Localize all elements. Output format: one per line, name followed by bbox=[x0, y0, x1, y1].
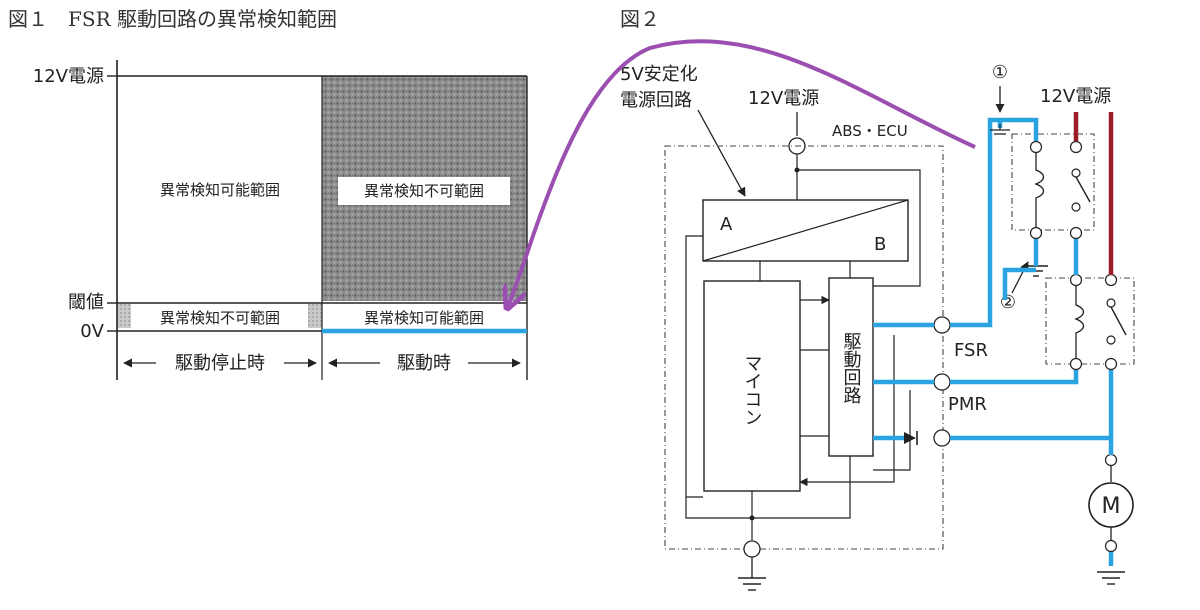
pmr-terminal bbox=[933, 373, 951, 391]
x-label-stop: 駆動停止時 bbox=[175, 353, 265, 374]
fsr-relay-box bbox=[1011, 133, 1095, 231]
driver-block bbox=[828, 277, 874, 457]
regulator-label-line1: 5V安定化 bbox=[620, 64, 698, 85]
marker-1: ① bbox=[992, 62, 1008, 83]
block-a-label: A bbox=[720, 214, 733, 235]
figure1: 図１ FSR 駆動回路の異常検知範囲 12V電源 閾値 0V 異常検知可能範囲 … bbox=[8, 7, 528, 380]
fsr-switch-icon bbox=[1075, 176, 1091, 203]
pmr-label: PMR bbox=[948, 394, 987, 415]
ecu-boundary bbox=[664, 145, 944, 550]
y-label-12v: 12V電源 bbox=[33, 66, 104, 87]
label-drive-upper: 異常検知不可範囲 bbox=[364, 182, 484, 200]
y-label-threshold: 閾値 bbox=[68, 292, 104, 313]
y-label-0v: 0V bbox=[80, 321, 104, 342]
microcomputer-label: マイコン bbox=[742, 354, 763, 426]
highlighted-wiring bbox=[873, 117, 1114, 566]
supply-right-label: 12V電源 bbox=[1040, 86, 1111, 107]
figure2: 図２ 5V安定化 電源回路 12V電源 ABS・ECU A B マイコン 駆動回… bbox=[620, 7, 1135, 591]
motor-label: M bbox=[1102, 494, 1121, 519]
label-drive-lower: 異常検知可能範囲 bbox=[364, 309, 484, 327]
label-stop-lower: 異常検知不可範囲 bbox=[160, 309, 280, 327]
region-stop-lower-shade-left bbox=[117, 304, 131, 328]
figure1-title: 図１ FSR 駆動回路の異常検知範囲 bbox=[8, 7, 337, 31]
x-label-drive: 駆動時 bbox=[397, 353, 451, 374]
label-stop-upper: 異常検知可能範囲 bbox=[160, 181, 280, 199]
ecu-ground-terminal bbox=[743, 540, 761, 558]
regulator-pointer bbox=[697, 109, 746, 197]
pmr-relay-box bbox=[1045, 277, 1135, 365]
label-drive-upper-bg bbox=[338, 177, 510, 205]
region-stop-lower-shade-right bbox=[308, 304, 322, 328]
motor-terminal bbox=[933, 429, 951, 447]
ecu-label: ABS・ECU bbox=[832, 122, 908, 140]
diode-icon bbox=[904, 432, 916, 444]
fsr-terminal bbox=[933, 316, 951, 334]
pmr-coil-icon bbox=[1074, 286, 1085, 358]
pmr-switch-icon bbox=[1110, 306, 1127, 336]
microcomputer-block bbox=[703, 280, 801, 492]
fsr-coil-icon bbox=[1034, 153, 1045, 227]
block-b-label: B bbox=[874, 234, 886, 255]
marker-2: ② bbox=[1000, 292, 1016, 313]
supply-left-label: 12V電源 bbox=[748, 88, 819, 109]
link-arrow bbox=[508, 39, 976, 306]
figure2-title: 図２ bbox=[620, 7, 660, 31]
fsr-label: FSR bbox=[954, 340, 988, 361]
driver-label: 駆動回路 bbox=[841, 332, 862, 404]
regulator-label-line2: 電源回路 bbox=[620, 90, 692, 111]
